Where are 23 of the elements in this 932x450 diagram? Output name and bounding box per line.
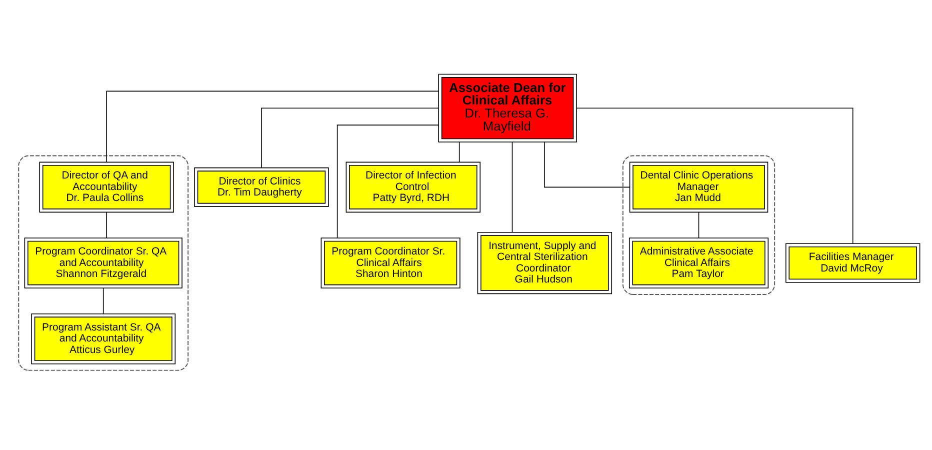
node-box: Instrument, Supply and Central Sterilization Coordinator Gail Hudson xyxy=(477,231,612,294)
node-box: Facilities Manager David McRoy xyxy=(785,242,920,282)
node-box: Director of Infection Control Patty Byrd, RDH xyxy=(346,161,481,212)
node-box: Program Coordinator Sr. QA and Accountability Shannon Fitzgerald xyxy=(24,237,182,288)
connector xyxy=(336,124,439,238)
node-box: Program Coordinator Sr. Clinical Affairs Sharon Hinton xyxy=(320,237,460,288)
node-box: Director of Clinics Dr. Tim Daugherty xyxy=(194,166,329,206)
cluster xyxy=(18,154,189,370)
node-box: Program Assistant Sr. QA and Accountability Atticus Gurley xyxy=(31,312,176,364)
connector xyxy=(261,107,439,168)
connector xyxy=(512,141,513,232)
connector xyxy=(106,211,107,238)
node-box: Director of QA and Accountability Dr. Paula Collins xyxy=(39,161,174,212)
connector xyxy=(698,211,700,238)
connector xyxy=(106,90,439,162)
connector xyxy=(102,287,104,314)
node-box: Dental Clinic Operations Manager Jan Mudd xyxy=(629,161,768,212)
connector xyxy=(576,107,854,244)
node-box: Administrative Associate Clinical Affairs Pam Taylor xyxy=(628,237,769,288)
connector xyxy=(458,141,460,162)
connector xyxy=(544,141,630,188)
node-box: Associate Dean for Clinical Affairs Dr. Theresa G. Mayfield xyxy=(438,73,577,142)
cluster xyxy=(622,154,776,294)
